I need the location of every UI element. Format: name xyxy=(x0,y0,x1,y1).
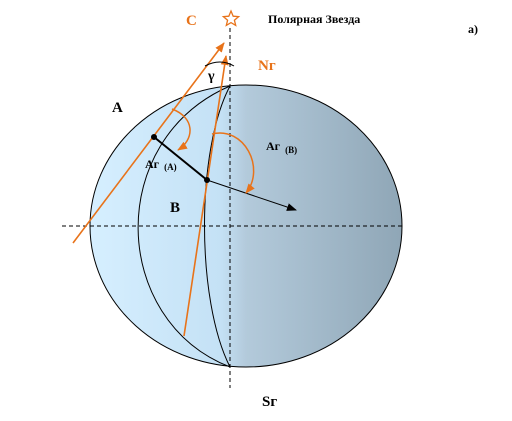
label-ar-a-main: Аг xyxy=(145,157,160,171)
meridian-a xyxy=(137,85,231,368)
arc-ab xyxy=(153,136,208,181)
point-a xyxy=(151,134,157,140)
meridian-b xyxy=(204,85,231,368)
label-ar-b: Аг (B) xyxy=(266,139,297,155)
label-ar-b-sub: (B) xyxy=(285,145,297,155)
label-a: A xyxy=(112,100,123,116)
point-b xyxy=(204,177,210,183)
label-c: C xyxy=(186,13,197,29)
label-sg: Sг xyxy=(262,394,277,410)
polaris-star-icon xyxy=(221,9,241,27)
label-ar-b-main: Аг xyxy=(266,139,281,153)
label-gamma: γ xyxy=(207,69,215,84)
gamma-angle-arc xyxy=(204,61,235,67)
label-ar-a-sub: (A) xyxy=(164,162,177,172)
label-ar-a: Аг (A) xyxy=(145,157,177,172)
label-ng: Nг xyxy=(258,58,276,74)
azimuth-arc-a xyxy=(171,108,191,151)
label-b: B xyxy=(170,200,180,216)
direction-line-b xyxy=(183,55,229,337)
direction-line-a xyxy=(72,42,225,244)
label-panel: а) xyxy=(468,22,478,36)
azimuth-direction-b xyxy=(206,179,297,211)
azimuth-arc-b xyxy=(211,132,255,194)
label-polaris: Полярная Звезда xyxy=(268,12,360,26)
